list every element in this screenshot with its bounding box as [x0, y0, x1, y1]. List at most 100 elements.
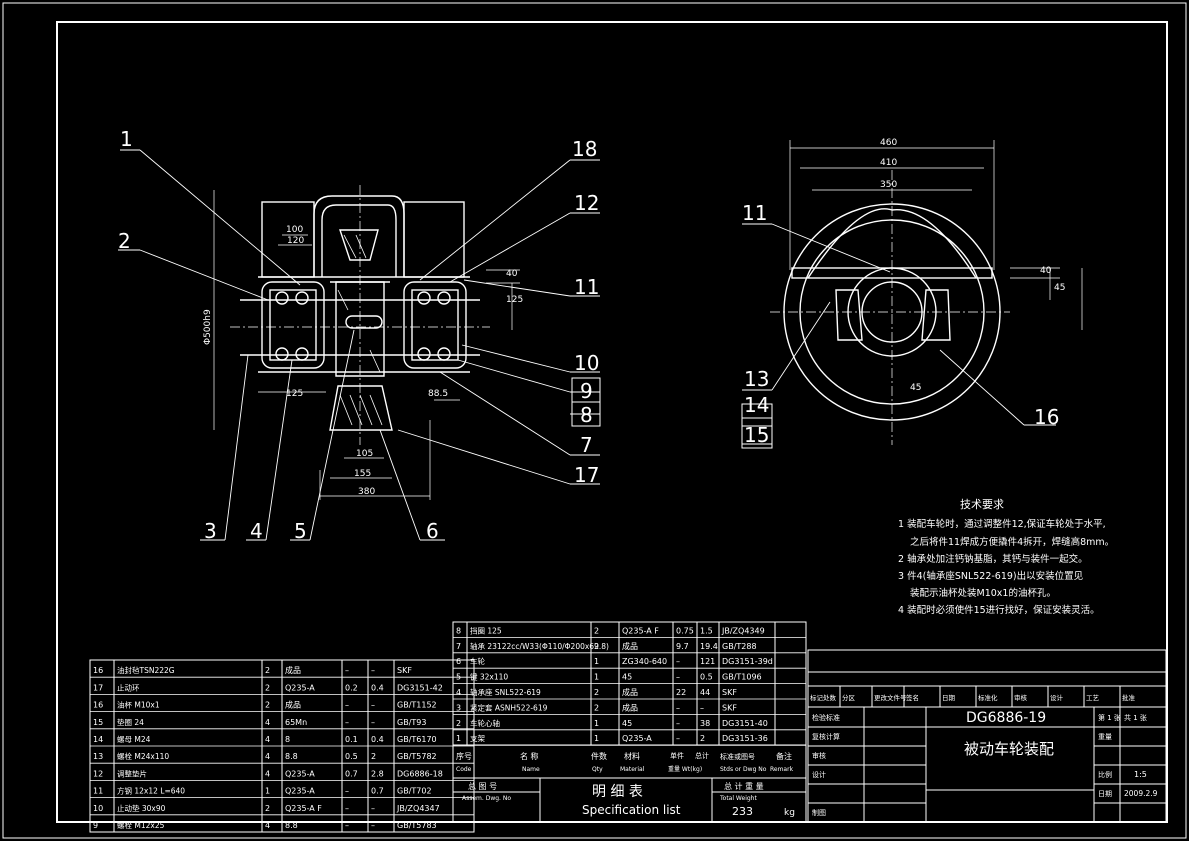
bom-cell-u: –: [345, 701, 349, 710]
bom-cell-mat: 8.8: [285, 752, 298, 761]
revision-label: 工艺: [1086, 694, 1100, 702]
sheet-label: 第 1 张: [1098, 713, 1121, 722]
bom-cell-mat: 成品: [285, 665, 301, 675]
dim-45: 45: [1054, 283, 1065, 293]
title-block-revision-labels: 标记处数分区更改文件号签名日期标准化审核设计工艺批准: [810, 693, 1136, 702]
revision-label: 设计: [1050, 693, 1064, 702]
bom-cell-u: 0.7: [345, 769, 358, 778]
bom-cell-no: 17: [93, 683, 103, 692]
tech-line-1b: 之后将件11焊成方便撬件4拆开，焊缝高8mm。: [910, 536, 1114, 548]
bom-cell-mat: Q235-A F: [285, 804, 322, 813]
bom-cell-no: 3: [456, 703, 461, 712]
revision-label: 批准: [1122, 693, 1136, 702]
title-row-check: 检验标准: [812, 713, 840, 722]
bom-cell-t: –: [371, 804, 375, 813]
balloon-9: 9: [580, 379, 593, 403]
bom-cell-u: –: [676, 734, 680, 743]
date-label: 日期: [1098, 790, 1112, 798]
title-block-cols: [839, 686, 1121, 707]
bom-cell-std: GB/T93: [397, 718, 426, 727]
bom-cell-std: JB/ZQ4347: [396, 804, 440, 813]
bom-cell-t: 0.4: [371, 735, 384, 744]
ref-label: 总 图 号: [468, 781, 497, 791]
bom-cell-u: 9.7: [676, 642, 689, 651]
bom-cell-name: 螺母 M24: [117, 734, 151, 744]
balloon-7: 7: [580, 433, 593, 457]
bom-cell-qty: 2: [594, 626, 599, 635]
bom-cell-mat: 成品: [622, 702, 638, 712]
bom-cell-t: –: [371, 666, 375, 675]
bom-cell-name: 车轮心轴: [470, 718, 500, 728]
bom-cell-name: 键 32x110: [470, 672, 508, 682]
center-lines: [230, 170, 1010, 445]
scale-label: 比例: [1098, 770, 1112, 779]
title-block-text: 检验标准 复核计算 审核 设计 制图 DG6886-19 被动车轮装配 第 1 …: [812, 710, 1158, 817]
balloon-13: 13: [744, 367, 769, 391]
hdr-name: 名 称: [520, 751, 539, 761]
bom-cell-std: GB/T1152: [397, 701, 437, 710]
balloon-11: 11: [574, 275, 599, 299]
bom-cell-no: 6: [456, 657, 461, 666]
part-balloons: 1 2 3 4 5 6 18 12 11 10 9 8 7 17 11 13 1…: [118, 127, 1059, 543]
bom-cell-mat: 8.8: [285, 821, 298, 830]
bom-cell-mat: 成品: [285, 700, 301, 710]
balloon-boxes: [571, 377, 773, 449]
hdr-total: 总计: [695, 751, 709, 760]
bom-cell-name: 调整垫片: [117, 768, 147, 778]
bom-cell-qty: 2: [265, 666, 270, 675]
bom-cell-name: 螺栓 M24x110: [117, 751, 169, 761]
bom-cell-no: 11: [93, 787, 103, 796]
balloon-12: 12: [574, 191, 599, 215]
bom-cell-std: SKF: [397, 666, 412, 675]
bom-cell-qty: 2: [594, 703, 599, 712]
bom-cell-t: 19.4: [700, 642, 718, 651]
date-value: 2009.2.9: [1124, 789, 1158, 798]
balloon-8: 8: [580, 403, 593, 427]
dim-120: 120: [287, 236, 304, 246]
bom-cell-std: DG3151-42: [397, 683, 443, 692]
title-row-design: 设计: [812, 770, 826, 779]
bom-cell-no: 5: [456, 673, 461, 682]
bom-cell-no: 8: [456, 626, 461, 635]
bom-cell-t: 0.7: [371, 787, 384, 796]
bom-cell-qty: 4: [265, 735, 270, 744]
bom-cell-mat: Q235-A: [285, 769, 315, 778]
bom-cell-std: GB/T702: [397, 787, 432, 796]
balloon-3: 3: [204, 519, 217, 543]
total-sheets-label: 共 1 张: [1124, 713, 1147, 722]
dimension-lines-right: [789, 140, 1083, 330]
bom-cell-no: 14: [93, 735, 103, 744]
hdr-remark-en: Remark: [770, 766, 794, 773]
bom-cell-mat: 45: [622, 719, 632, 728]
revision-label: 更改文件号: [874, 693, 907, 702]
dimension-lines-left: [213, 190, 520, 500]
bom-cell-u: –: [345, 666, 349, 675]
bom-cell-t: 2: [371, 752, 376, 761]
bom-cell-t: 2: [700, 734, 705, 743]
hdr-no: 序号: [456, 751, 472, 761]
spec-band-text: 序号 Code 名 称 Name 件数 Qty 材料 Material 单件 总…: [456, 751, 795, 818]
bom-cell-std: DG6886-18: [397, 769, 443, 778]
balloon-6: 6: [426, 519, 439, 543]
revision-label: 标记处数: [810, 693, 837, 702]
bom-cell-u: –: [345, 787, 349, 796]
bom-cell-no: 1: [456, 734, 461, 743]
drawing-title: 被动车轮装配: [964, 740, 1054, 758]
balloon-17: 17: [574, 463, 599, 487]
bom-cell-u: –: [345, 718, 349, 727]
hdr-qty-en: Qty: [592, 766, 603, 773]
bom-cell-u: –: [345, 804, 349, 813]
dim-460: 460: [880, 138, 897, 148]
bom-cell-qty: 1: [594, 734, 599, 743]
bom-cell-u: 22: [676, 688, 686, 697]
bom-cell-t: –: [371, 718, 375, 727]
balloon-15: 15: [744, 423, 769, 447]
revision-label: 日期: [942, 694, 956, 702]
bom-cell-t: 38: [700, 719, 710, 728]
bom-cell-no: 13: [93, 752, 103, 761]
bom-cell-qty: 4: [265, 718, 270, 727]
bom-cell-mat: Q235-A: [285, 683, 315, 692]
total-weight-value: 233: [732, 805, 753, 818]
